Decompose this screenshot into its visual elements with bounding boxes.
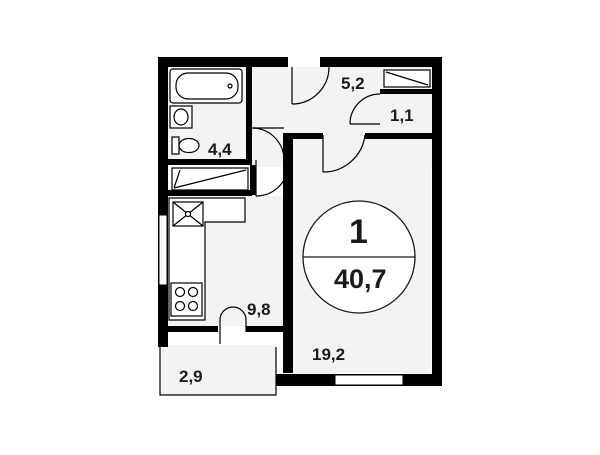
bathroom-sink [169,105,193,129]
total-area-label: 40,7 [334,264,387,294]
living-room-area-label: 19,2 [312,345,346,364]
storage-area-label: 1,1 [390,106,414,125]
toilet [171,136,200,155]
hallway-area-label: 5,2 [341,74,365,93]
kitchen-window [158,214,168,286]
bathroom-area-label: 4,4 [208,140,232,159]
bathroom-window [288,58,320,66]
kitchen-area-label: 9,8 [247,300,271,319]
windows [158,58,404,386]
doors [219,66,381,344]
closet [171,167,249,191]
room-badge [302,200,416,314]
balcony [159,347,277,396]
bathtub [169,68,243,104]
balcony-area-label: 2,9 [179,367,203,386]
storage-shelf [383,69,431,88]
kitchen-counter [168,197,246,321]
balcony-floor [160,345,276,395]
living-room-window [334,374,404,386]
room-count-label: 1 [349,213,368,251]
